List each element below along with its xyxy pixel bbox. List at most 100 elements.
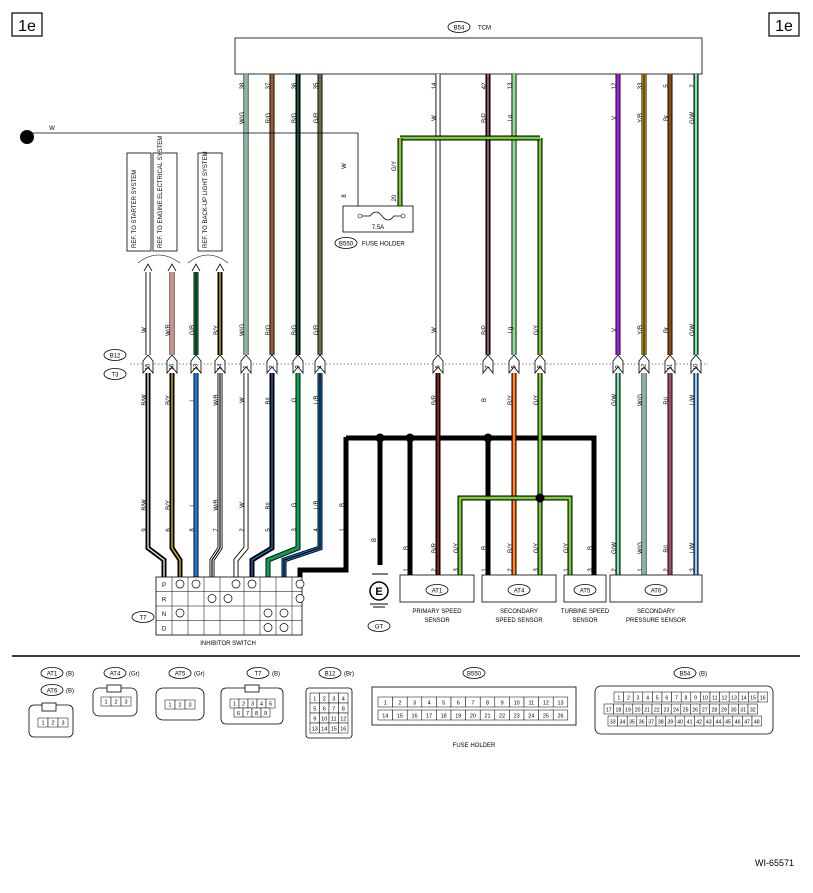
b12-upper-wire-label: G/Y xyxy=(534,325,540,335)
pin-cell xyxy=(751,715,762,727)
connector-pin: 8 xyxy=(486,701,489,707)
sensor-pin-label: 2 xyxy=(432,568,438,572)
connector-color: (Gr) xyxy=(129,672,140,678)
connector-pin: 45 xyxy=(725,720,731,726)
t7-pin-label: 1 xyxy=(340,528,346,532)
t7-wire-label: B/L xyxy=(266,500,272,510)
connector-pin: 2 xyxy=(114,700,117,706)
switch-contact xyxy=(247,579,257,589)
sensor-wire-label: G/Y xyxy=(454,543,460,553)
tcm-pin-number: 5 xyxy=(664,84,670,88)
connector-pin: 6 xyxy=(457,701,460,707)
connector-code-oval xyxy=(673,667,697,679)
connector-pin: 2 xyxy=(398,701,401,707)
connector-code-oval xyxy=(40,667,64,679)
connector-pin: 4 xyxy=(428,701,431,707)
b12-code: B12 xyxy=(110,354,121,360)
connector-pin: 3 xyxy=(61,721,64,727)
connector-pin: 13 xyxy=(312,727,318,733)
pin-number: 8 xyxy=(538,365,544,369)
pin-number: 4 xyxy=(318,365,324,369)
b12-upper-wire-label: W/R xyxy=(166,324,172,336)
connector-pin: 11 xyxy=(528,701,534,707)
tcm-wire-label: G/R xyxy=(314,112,320,123)
ref-arc-2 xyxy=(187,254,229,264)
fuse-wire-left: W xyxy=(342,163,348,169)
fuse-holder-name: FUSE HOLDER xyxy=(362,242,405,248)
inhibitor-switch-name: INHIBITOR SWITCH xyxy=(200,641,256,647)
sensor-pin-label: 1 xyxy=(564,568,570,572)
pin-number: 15 xyxy=(146,363,152,370)
connector-pin: 10 xyxy=(702,696,708,702)
sensor-wire-label: B/R xyxy=(432,542,438,553)
connector-code: B54 xyxy=(680,672,691,678)
tcm-pin-number: 13 xyxy=(508,82,514,89)
connector-pin: 30 xyxy=(731,708,737,714)
connector-code: AT4 xyxy=(110,672,121,678)
sensor-pin-label: 2 xyxy=(508,568,514,572)
tcm-pin-number: 36 xyxy=(292,82,298,89)
pin-arrow xyxy=(638,354,650,375)
connector-pin: 16 xyxy=(411,714,417,720)
connector-pin: 3 xyxy=(332,697,335,703)
connector-c-circle xyxy=(20,130,34,144)
ref-text: REF. TO STARTER SYSTEM xyxy=(132,170,138,248)
sensor-wire-label: B xyxy=(482,546,488,550)
sensor-wire-label: W/G xyxy=(638,542,644,554)
connector-pin: 11 xyxy=(331,717,337,723)
connector-c-wire-label: W xyxy=(49,126,55,132)
t7-wire-6 xyxy=(266,373,300,577)
t7-pin-label: 7 xyxy=(214,528,220,532)
sensor-wire-label: G/Y xyxy=(534,543,540,553)
connector-pin: 43 xyxy=(706,720,712,726)
sensor-name-line2: PRESSURE SENSOR xyxy=(626,618,687,624)
connector-pin: 32 xyxy=(750,708,756,714)
connector-pin: 14 xyxy=(741,696,747,702)
connector-pin: 10 xyxy=(514,701,520,707)
fuse-code-oval xyxy=(334,237,358,249)
connector-pin: 1 xyxy=(233,702,236,708)
sensor-name-line2: SENSOR xyxy=(424,618,450,624)
b12-upper-wire-label: R/G xyxy=(266,324,272,335)
connector-color: (B) xyxy=(272,672,280,678)
pin-number: 3 xyxy=(296,365,302,369)
connector-pin: 5 xyxy=(313,707,316,713)
connector-color: (B) xyxy=(66,689,74,695)
pin-number: 12 xyxy=(642,363,648,370)
ref-text: REF. TO ENGINE ELECTRICAL SYSTEM xyxy=(158,136,164,248)
switch-contact xyxy=(263,623,273,632)
pin-cell xyxy=(184,699,196,710)
b12-upper-wire-label: B/P xyxy=(482,325,488,335)
pin-number: 9 xyxy=(616,365,622,369)
sensor-pin-label: 1 xyxy=(638,568,644,572)
t7-pin-label: 4 xyxy=(314,528,320,532)
inhibitor-row-label: P xyxy=(162,583,166,589)
at1-connector-lock xyxy=(41,702,57,712)
connector-pin: 3 xyxy=(124,700,127,706)
ref-box xyxy=(152,152,178,252)
pin-arrow xyxy=(142,354,154,375)
connector-pin: 40 xyxy=(677,720,683,726)
gt-oval xyxy=(367,620,391,632)
pin-number: 11 xyxy=(668,363,674,370)
pin-arrow xyxy=(314,354,326,375)
connector-pin: 12 xyxy=(543,701,549,707)
t3-lower-wire-label: R/L xyxy=(664,395,670,405)
sensor-wire-label: G/Y xyxy=(564,543,570,553)
connector-pin: 3 xyxy=(188,703,191,709)
sensor-pin-label: 2 xyxy=(664,568,670,572)
sensor-wire-label: G/W xyxy=(612,542,618,554)
pin-cell xyxy=(265,698,276,709)
switch-contact xyxy=(223,594,233,603)
gy-splice-wire-stripe xyxy=(459,497,571,575)
connector-code-oval xyxy=(40,684,64,696)
t7-pin-label: 9 xyxy=(142,528,148,532)
tcm-wire-label: W/G xyxy=(240,112,246,124)
t3-lower-wire-label: B/R xyxy=(432,394,438,405)
connector-pin: 2 xyxy=(51,721,54,727)
tcm-pin-number: 38 xyxy=(240,82,246,89)
inhibitor-row-label: N xyxy=(162,612,166,618)
connector-pin: 3 xyxy=(251,702,254,708)
